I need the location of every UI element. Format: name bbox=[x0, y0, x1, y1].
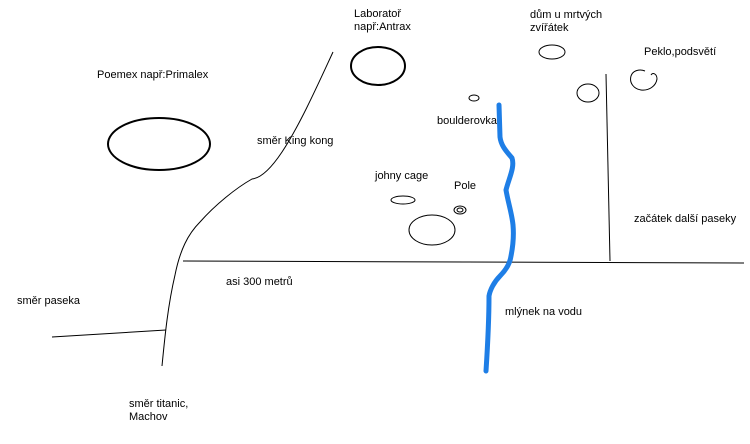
small-circle-marker bbox=[576, 83, 600, 103]
poemex-marker bbox=[107, 117, 211, 171]
label-smer-paseka: směr paseka bbox=[17, 295, 80, 307]
label-laborator-line2: např:Antrax bbox=[354, 21, 411, 33]
river bbox=[483, 102, 516, 374]
big-pond-marker bbox=[408, 214, 456, 246]
label-boulderovka: boulderovka bbox=[437, 115, 497, 127]
label-peklo: Peklo,podsvětí bbox=[644, 46, 717, 58]
label-titanic-line2: Machov bbox=[129, 411, 168, 423]
boulderovka-marker bbox=[468, 94, 480, 102]
trail-king-kong bbox=[161, 51, 334, 367]
road-300m bbox=[182, 260, 745, 264]
label-laborator-line1: Laboratoř bbox=[354, 8, 402, 20]
dum-marker bbox=[538, 44, 566, 60]
johny-cage-marker bbox=[390, 195, 416, 205]
pole-marker bbox=[453, 205, 467, 215]
label-titanic-line1: směr titanic, bbox=[129, 398, 189, 410]
label-poemex: Poemex např:Primalex bbox=[97, 69, 209, 81]
label-king-kong: směr King kong bbox=[257, 135, 334, 147]
label-zacatek: začátek další paseky bbox=[634, 213, 737, 225]
label-dum-line2: zvířátek bbox=[530, 22, 569, 34]
label-johny-cage: johny cage bbox=[375, 170, 429, 182]
line-next-clearing bbox=[605, 73, 611, 262]
label-pole: Pole bbox=[454, 180, 477, 192]
label-asi-300: asi 300 metrů bbox=[226, 276, 293, 288]
trail-paseka bbox=[51, 329, 167, 338]
peklo-marker bbox=[630, 69, 658, 91]
laborator-marker bbox=[350, 46, 406, 86]
label-dum-line1: dům u mrtvých bbox=[530, 9, 603, 21]
label-mlynek: mlýnek na vodu bbox=[505, 306, 583, 318]
pole-marker-inner bbox=[456, 207, 464, 213]
